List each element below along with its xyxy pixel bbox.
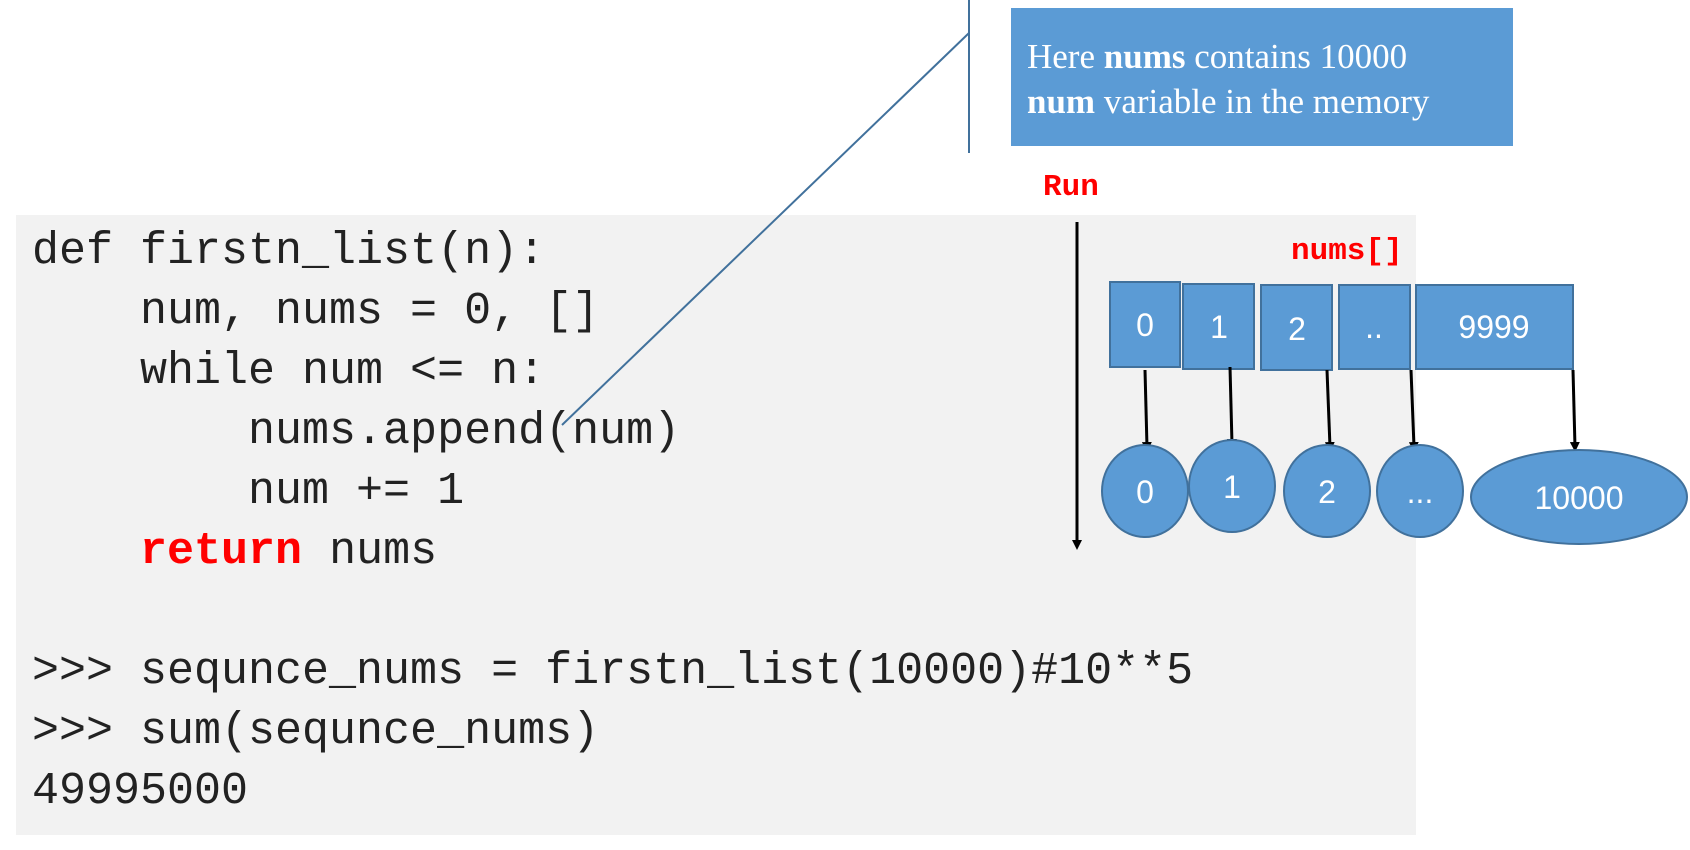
callout-contains: contains 10000 xyxy=(1185,37,1408,76)
list-cell-9999: 9999 xyxy=(1415,284,1574,370)
list-cell-1-text: 1 xyxy=(1210,309,1228,345)
value-node-1: 1 xyxy=(1188,439,1276,533)
pointer-arrow-1 xyxy=(1226,366,1237,449)
code-listing: def firstn_list(n): num, nums = 0, [] wh… xyxy=(32,222,1193,822)
callout-nums: nums xyxy=(1103,37,1186,76)
value-node-0: 0 xyxy=(1101,444,1189,538)
value-node-10000: 10000 xyxy=(1470,449,1688,545)
list-cell-9999-text: 9999 xyxy=(1458,309,1529,345)
value-node-ellipsis: ... xyxy=(1376,444,1464,538)
code-line-1: def firstn_list(n): xyxy=(32,226,546,277)
code-line-call: >>> sequnce_nums = firstn_list(10000)#10… xyxy=(32,646,1194,697)
list-cell-ellipsis-text: .. xyxy=(1365,309,1383,345)
code-line-3: while num <= n: xyxy=(32,346,546,397)
list-cell-2: 2 xyxy=(1260,284,1333,371)
callout-num: num xyxy=(1027,82,1096,121)
value-node-ellipsis-text: ... xyxy=(1407,474,1434,510)
code-line-4: nums.append(num) xyxy=(32,406,681,457)
callout-box: Here nums contains 10000 num variable in … xyxy=(1011,8,1513,146)
value-node-10000-text: 10000 xyxy=(1535,480,1624,516)
code-line-output: 49995000 xyxy=(32,766,249,817)
return-value: nums xyxy=(302,526,438,577)
value-node-1-text: 1 xyxy=(1223,469,1241,505)
list-cell-1: 1 xyxy=(1182,283,1255,370)
value-node-2-text: 2 xyxy=(1318,474,1336,510)
callout-pointer-line xyxy=(561,32,970,426)
value-node-2: 2 xyxy=(1283,444,1371,538)
code-line-sum: >>> sum(sequnce_nums) xyxy=(32,706,600,757)
value-node-0-text: 0 xyxy=(1136,474,1154,510)
run-label: Run xyxy=(1043,170,1099,205)
callout-variable: variable in the memory xyxy=(1095,82,1430,121)
code-line-2: num, nums = 0, [] xyxy=(32,286,600,337)
callout-here: Here xyxy=(1027,37,1104,76)
pointer-arrow-ellipsis xyxy=(1408,369,1419,452)
return-keyword: return xyxy=(140,526,303,577)
pointer-arrow-9999 xyxy=(1569,369,1580,452)
code-line-5: num += 1 xyxy=(32,466,465,517)
list-cell-0-text: 0 xyxy=(1136,307,1154,343)
pointer-arrow-0 xyxy=(1141,369,1152,452)
pointer-arrow-2 xyxy=(1324,369,1335,452)
nums-list-label: nums[] xyxy=(1291,234,1403,269)
list-cell-2-text: 2 xyxy=(1288,311,1306,347)
list-cell-ellipsis: .. xyxy=(1338,284,1411,370)
list-cell-0: 0 xyxy=(1109,281,1181,368)
